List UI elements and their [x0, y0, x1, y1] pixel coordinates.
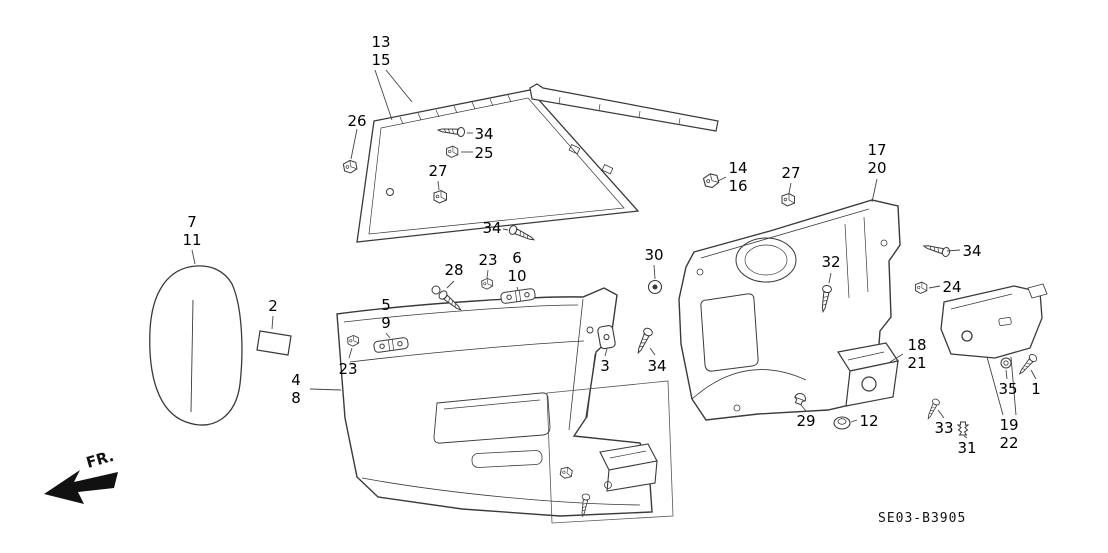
- fr-direction-arrow: FR.: [44, 447, 118, 504]
- part-label-3: 3: [600, 357, 610, 375]
- part-label-34-right: 34: [962, 242, 982, 260]
- part-label-29: 29: [796, 412, 816, 430]
- part-label-31: 31: [957, 439, 977, 457]
- quarter-window-garnish: [356, 89, 640, 243]
- part-label-34-center: 34: [647, 357, 667, 375]
- part-label-1: 1: [1031, 380, 1041, 398]
- part-label-23-lower: 23: [338, 360, 358, 378]
- roof-side-garnish: [529, 83, 719, 132]
- part-label-26: 26: [347, 112, 367, 130]
- part-label-23-upper: 23: [478, 251, 498, 269]
- tape-part-2: [256, 330, 292, 356]
- part-label-33: 33: [934, 419, 954, 437]
- bracket-3: [597, 325, 616, 350]
- part-label-24: 24: [942, 278, 962, 296]
- part-label-34-top: 34: [474, 125, 494, 143]
- fasteners: [342, 125, 1039, 518]
- leader-lines: [191, 69, 1037, 439]
- detail-box: [546, 380, 674, 524]
- rear-side-lining: [678, 199, 901, 421]
- part-label-2: 2: [268, 297, 278, 315]
- part-label-34-mid-left: 34: [482, 219, 502, 237]
- part-label-27-right: 27: [781, 164, 801, 182]
- maintenance-lid: [837, 342, 899, 407]
- part-label-32: 32: [821, 253, 841, 271]
- part-label-35: 35: [998, 380, 1018, 398]
- grommet-12: [833, 416, 851, 430]
- pocket-lid-part: [599, 443, 658, 492]
- side-panel-small: [940, 283, 1048, 359]
- part-label-28: 28: [444, 261, 464, 279]
- grommet-30: [647, 279, 663, 295]
- side-lining-panel: [336, 287, 653, 517]
- pad-protector: [149, 265, 243, 426]
- part-label-27-left: 27: [428, 162, 448, 180]
- part-label-25: 25: [474, 144, 494, 162]
- part-label-30: 30: [644, 246, 664, 264]
- part-label-12: 12: [859, 412, 879, 430]
- drawing-code: SE03-B3905: [878, 511, 967, 526]
- washer-28-icon: [431, 285, 441, 295]
